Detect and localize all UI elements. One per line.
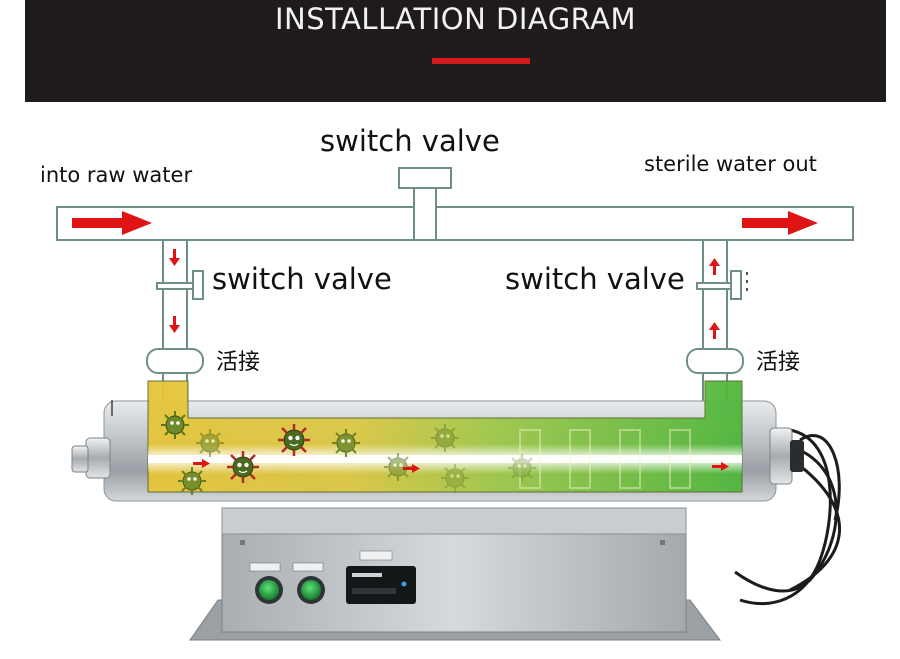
right-end-cap xyxy=(769,427,793,485)
right-valve-label: switch valve xyxy=(505,262,685,296)
outlet-flow-arrow-icon xyxy=(742,211,818,235)
header-banner: INSTALLATION DIAGRAM xyxy=(25,0,886,102)
alarm-button xyxy=(297,576,325,604)
control-box xyxy=(189,507,721,641)
right-up-arrow-icon xyxy=(709,258,720,339)
digital-display xyxy=(346,566,416,604)
top-switch-valve xyxy=(398,167,452,241)
left-union-label: 活接 xyxy=(216,350,261,375)
left-down-arrow-icon xyxy=(169,249,180,333)
title-underline xyxy=(432,58,530,64)
right-union-label: 活接 xyxy=(756,350,801,375)
top-valve-label: switch valve xyxy=(320,124,500,158)
power-cable xyxy=(734,428,842,606)
left-valve-label: switch valve xyxy=(212,262,392,296)
right-union-fitting xyxy=(686,348,744,374)
main-pipe xyxy=(56,206,854,241)
left-end-cap xyxy=(85,437,111,479)
inlet-label: into raw water xyxy=(40,163,193,187)
left-switch-valve xyxy=(156,270,204,300)
outlet-label: sterile water out xyxy=(644,152,817,176)
inlet-flow-arrow-icon xyxy=(72,211,152,235)
power-button xyxy=(255,576,283,604)
right-switch-valve xyxy=(696,270,748,300)
page-title: INSTALLATION DIAGRAM xyxy=(274,2,637,36)
left-union-fitting xyxy=(146,348,204,374)
chamber-flow-arrow-icon xyxy=(193,459,729,473)
